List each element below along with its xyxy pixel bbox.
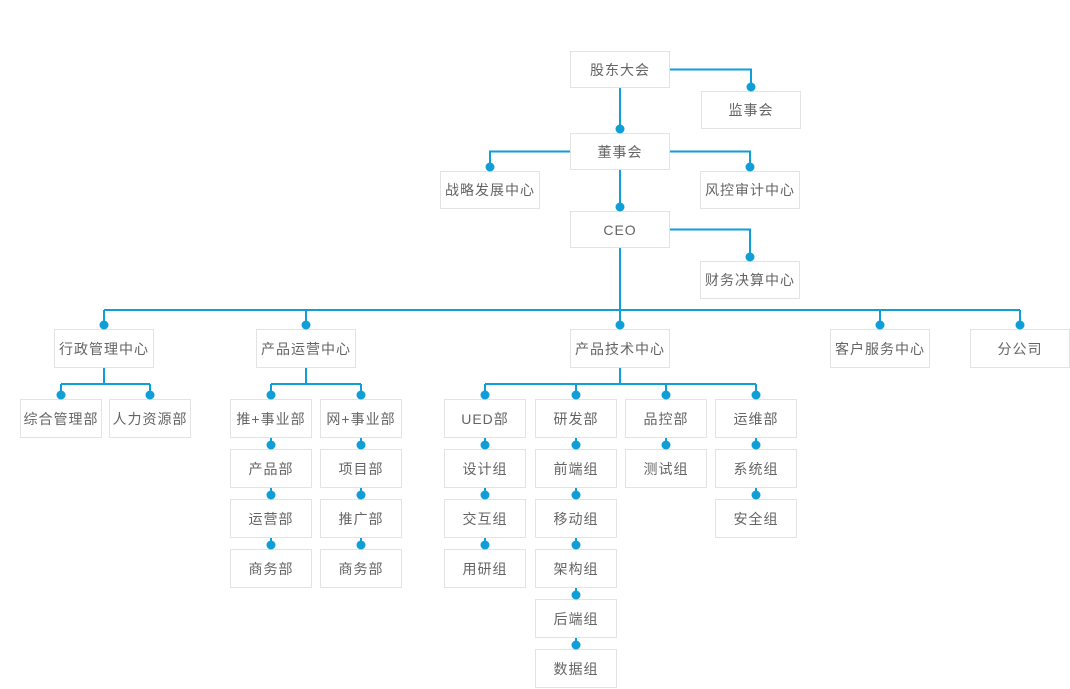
org-node-fengkong-shenji: 风控审计中心 bbox=[700, 171, 800, 209]
org-node-anquan-zu: 安全组 bbox=[715, 499, 797, 538]
org-node-renli-ziyuan: 人力资源部 bbox=[109, 399, 191, 438]
org-node-zonghe-guanli: 综合管理部 bbox=[20, 399, 102, 438]
org-node-xingzheng-guanli: 行政管理中心 bbox=[54, 329, 154, 368]
connector-line bbox=[670, 228, 751, 257]
org-node-houduan-zu: 后端组 bbox=[535, 599, 617, 638]
org-node-xiangmu-bu: 项目部 bbox=[320, 449, 402, 488]
org-node-qianduan-zu: 前端组 bbox=[535, 449, 617, 488]
org-node-ceo: CEO bbox=[570, 211, 670, 248]
org-node-kehu-fuwu: 客户服务中心 bbox=[830, 329, 930, 368]
org-node-dongshihui: 董事会 bbox=[570, 133, 670, 170]
org-node-pinkong-bu: 品控部 bbox=[625, 399, 707, 438]
org-node-gudong-dahui: 股东大会 bbox=[570, 51, 670, 88]
org-node-yunying-bu: 运营部 bbox=[230, 499, 312, 538]
org-node-chanpin-yunying: 产品运营中心 bbox=[256, 329, 356, 368]
org-node-sheji-zu: 设计组 bbox=[444, 449, 526, 488]
connector-line bbox=[489, 150, 570, 167]
org-node-fengongsi: 分公司 bbox=[970, 329, 1070, 368]
org-node-chanpin-bu: 产品部 bbox=[230, 449, 312, 488]
org-node-tui-shiye: 推+事业部 bbox=[230, 399, 312, 438]
org-node-yunwei-bu: 运维部 bbox=[715, 399, 797, 438]
org-node-jianshihui: 监事会 bbox=[701, 91, 801, 129]
org-node-zhanlue-fazhan: 战略发展中心 bbox=[440, 171, 540, 209]
org-node-yongyan-zu: 用研组 bbox=[444, 549, 526, 588]
org-node-yidong-zu: 移动组 bbox=[535, 499, 617, 538]
org-node-tuiguang-bu: 推广部 bbox=[320, 499, 402, 538]
org-node-shangwu-bu-1: 商务部 bbox=[230, 549, 312, 588]
org-node-caiwu-juesuan: 财务决算中心 bbox=[700, 261, 800, 299]
org-node-chanpin-jishu: 产品技术中心 bbox=[570, 329, 670, 368]
org-node-xitong-zu: 系统组 bbox=[715, 449, 797, 488]
org-node-ued-bu: UED部 bbox=[444, 399, 526, 438]
org-node-wang-shiye: 网+事业部 bbox=[320, 399, 402, 438]
connector-line bbox=[670, 68, 752, 87]
org-node-jiaohu-zu: 交互组 bbox=[444, 499, 526, 538]
connector-line bbox=[670, 150, 751, 167]
org-node-ceshi-zu: 测试组 bbox=[625, 449, 707, 488]
org-node-yanfa-bu: 研发部 bbox=[535, 399, 617, 438]
org-node-shuju-zu: 数据组 bbox=[535, 649, 617, 688]
org-node-jiagou-zu: 架构组 bbox=[535, 549, 617, 588]
org-node-shangwu-bu-2: 商务部 bbox=[320, 549, 402, 588]
